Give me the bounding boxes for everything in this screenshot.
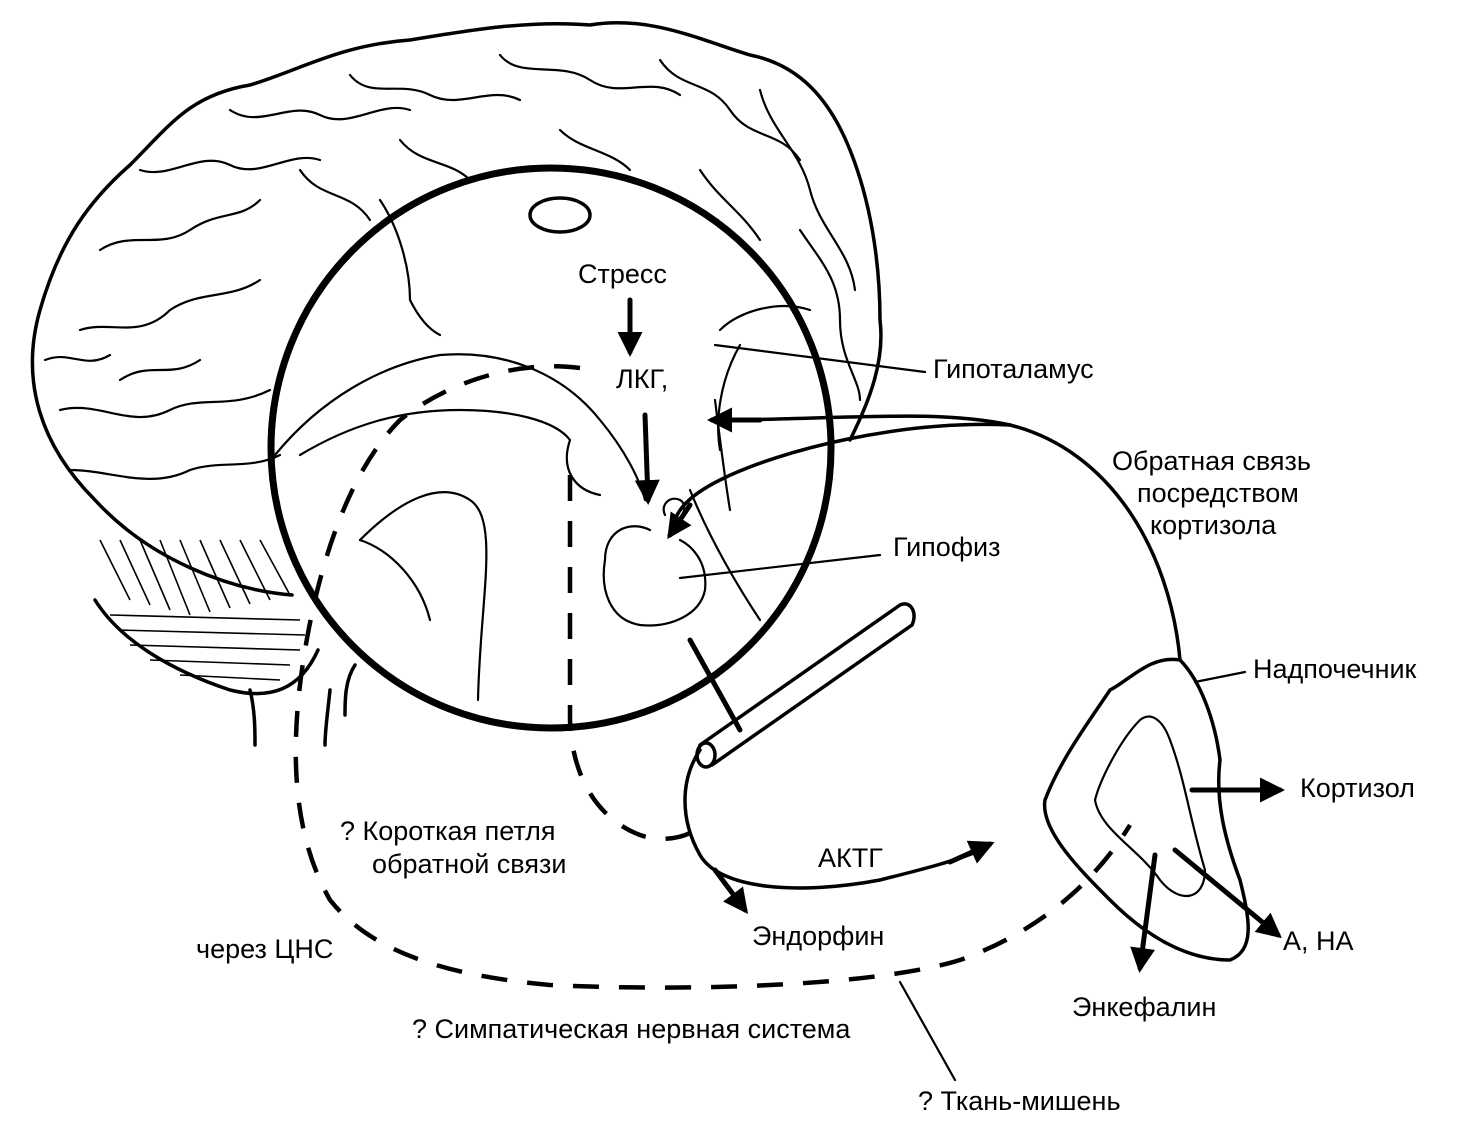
acth-arrow <box>947 840 995 865</box>
internal-structure <box>358 538 432 622</box>
sympathetic-label: ? Симпатическая нервная система <box>412 1014 851 1044</box>
brain-gyrus <box>798 228 862 402</box>
brain-gyrus <box>228 106 412 121</box>
short-loop-label-line2: обратной связи <box>372 849 566 879</box>
enkephalin-label: Энкефалин <box>1072 992 1216 1022</box>
cerebellum <box>93 598 320 696</box>
internal-structure <box>298 408 602 497</box>
magnifier-circle <box>267 164 835 732</box>
enkephalin-arrow <box>1130 852 1158 973</box>
a-na-arrow <box>1172 847 1282 939</box>
tube-opening <box>695 741 717 769</box>
feedback-to-pituitary-path <box>670 422 1012 532</box>
brain-gyrus <box>348 73 522 102</box>
adrenal-gland <box>1042 657 1250 962</box>
cerebellum-hatching <box>99 539 306 681</box>
hypothalamus-leader <box>713 343 927 374</box>
pituitary-outflow-line <box>687 637 743 733</box>
feedback-label-line1: Обратная связь <box>1112 446 1311 476</box>
brain-gyrus <box>758 88 857 292</box>
adrenal-leader <box>1193 670 1247 684</box>
endorphin-arrow <box>712 867 748 914</box>
acth-label: АКТГ <box>818 843 883 873</box>
lkg-label: ЛКГ, <box>616 364 668 394</box>
blood-vessel-tube <box>698 602 916 767</box>
brain-gyrus <box>68 453 282 480</box>
cortisol-label: Кортизол <box>1300 773 1415 803</box>
pituitary-label: Гипофиз <box>893 532 1001 562</box>
pituitary-gland-shape <box>602 525 707 627</box>
brain-gyrus <box>658 58 802 162</box>
brain-stem <box>343 663 357 717</box>
internal-structure <box>378 198 442 337</box>
internal-structure <box>273 353 647 502</box>
brain-illustration <box>30 20 883 747</box>
feedback-label-line3: кортизола <box>1150 510 1277 540</box>
via-cns-label: через ЦНС <box>196 934 333 964</box>
brain-outline <box>30 20 883 597</box>
brain-gyrus <box>698 168 762 242</box>
a-na-label: А, НА <box>1283 926 1354 956</box>
endorphin-label: Эндорфин <box>752 921 884 951</box>
short-loop-label-line1: ? Короткая петля <box>340 816 556 846</box>
ventricle-oval <box>528 196 592 234</box>
brain-gyrus <box>98 198 262 252</box>
internal-structure <box>713 398 732 512</box>
internal-structure <box>718 304 812 332</box>
magnified-region <box>267 164 835 732</box>
short-loop-dashed-path <box>567 475 692 842</box>
brain-gyrus <box>558 128 632 172</box>
adrenal-label: Надпочечник <box>1253 654 1417 684</box>
brain-gyrus <box>43 353 112 362</box>
hypothalamus-label: Гипоталамус <box>933 354 1094 384</box>
cns-dashed-path <box>293 364 1132 990</box>
feedback-label-line2: посредством <box>1137 478 1299 508</box>
internal-structure <box>688 488 762 622</box>
brain-stem <box>323 688 332 747</box>
brain-gyrus <box>118 358 202 382</box>
brain-gyrus <box>398 138 472 182</box>
brain-gyrus <box>78 278 262 332</box>
adrenal-inner <box>1093 715 1207 898</box>
feedback-to-pituitary-arrow <box>667 502 693 540</box>
target-tissue-label: ? Ткань-мишень <box>918 1086 1121 1116</box>
internal-structure <box>717 343 742 452</box>
lkg-to-pituitary-arrow <box>634 412 660 505</box>
internal-structure <box>358 491 488 702</box>
brain-gyrus <box>58 388 272 419</box>
target-tissue-leader <box>898 980 957 1082</box>
adrenal-outer <box>1042 657 1250 962</box>
brain-stem <box>248 688 257 747</box>
stress-label: Стресс <box>578 259 667 289</box>
brain-gyrus <box>138 156 322 174</box>
brain-gyrus <box>498 53 682 97</box>
pituitary-leader <box>678 553 882 580</box>
acth-path <box>683 748 987 890</box>
brain-gyrus <box>298 168 372 222</box>
